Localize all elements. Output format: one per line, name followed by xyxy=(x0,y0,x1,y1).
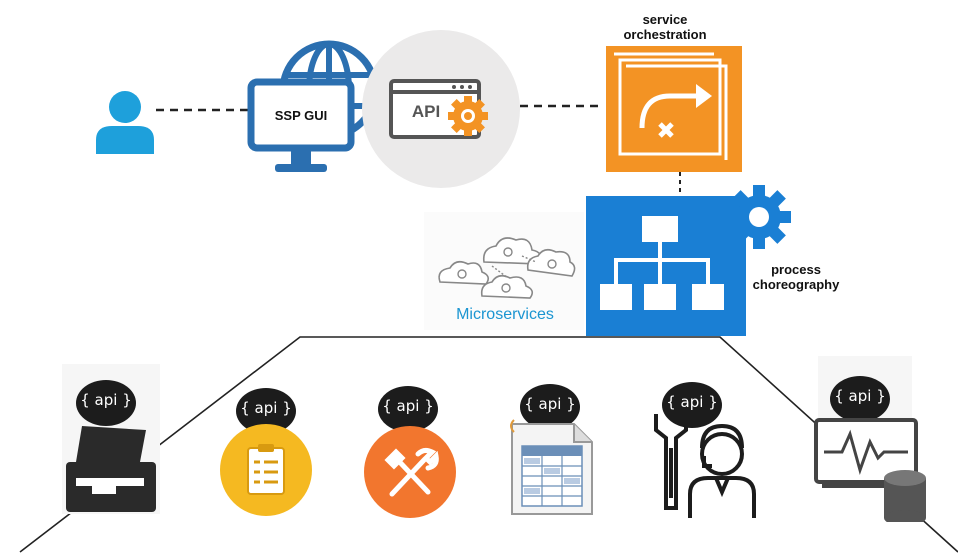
service-orchestration-icon xyxy=(606,46,742,172)
api-badge-5: { api } xyxy=(662,382,722,428)
api-badge-1: { api } xyxy=(76,380,136,426)
microservices-clouds-icon xyxy=(438,237,576,299)
ssp-gui-monitor-icon xyxy=(247,40,379,172)
ssp-gui-label: SSP GUI xyxy=(274,108,328,123)
tools-service-icon xyxy=(364,426,456,518)
api-badge-6: { api } xyxy=(830,376,890,422)
service-orchestration-label: service orchestration xyxy=(623,12,707,42)
clipboard-service-icon xyxy=(220,424,312,516)
api-badge-4: { api } xyxy=(520,384,580,430)
api-window-icon xyxy=(389,79,488,139)
user-icon xyxy=(96,91,154,154)
process-choreography-icon xyxy=(586,196,746,336)
support-agent-service-icon xyxy=(654,414,756,518)
spreadsheet-service-icon xyxy=(510,419,593,515)
monitoring-database-icon xyxy=(814,418,926,522)
microservices-label: Microservices xyxy=(456,306,554,323)
api-label: API xyxy=(411,102,441,121)
process-gear-icon xyxy=(727,185,791,249)
api-badge-3: { api } xyxy=(378,386,438,432)
process-choreography-label: process choreography xyxy=(752,262,840,292)
printer-icon xyxy=(66,426,156,512)
